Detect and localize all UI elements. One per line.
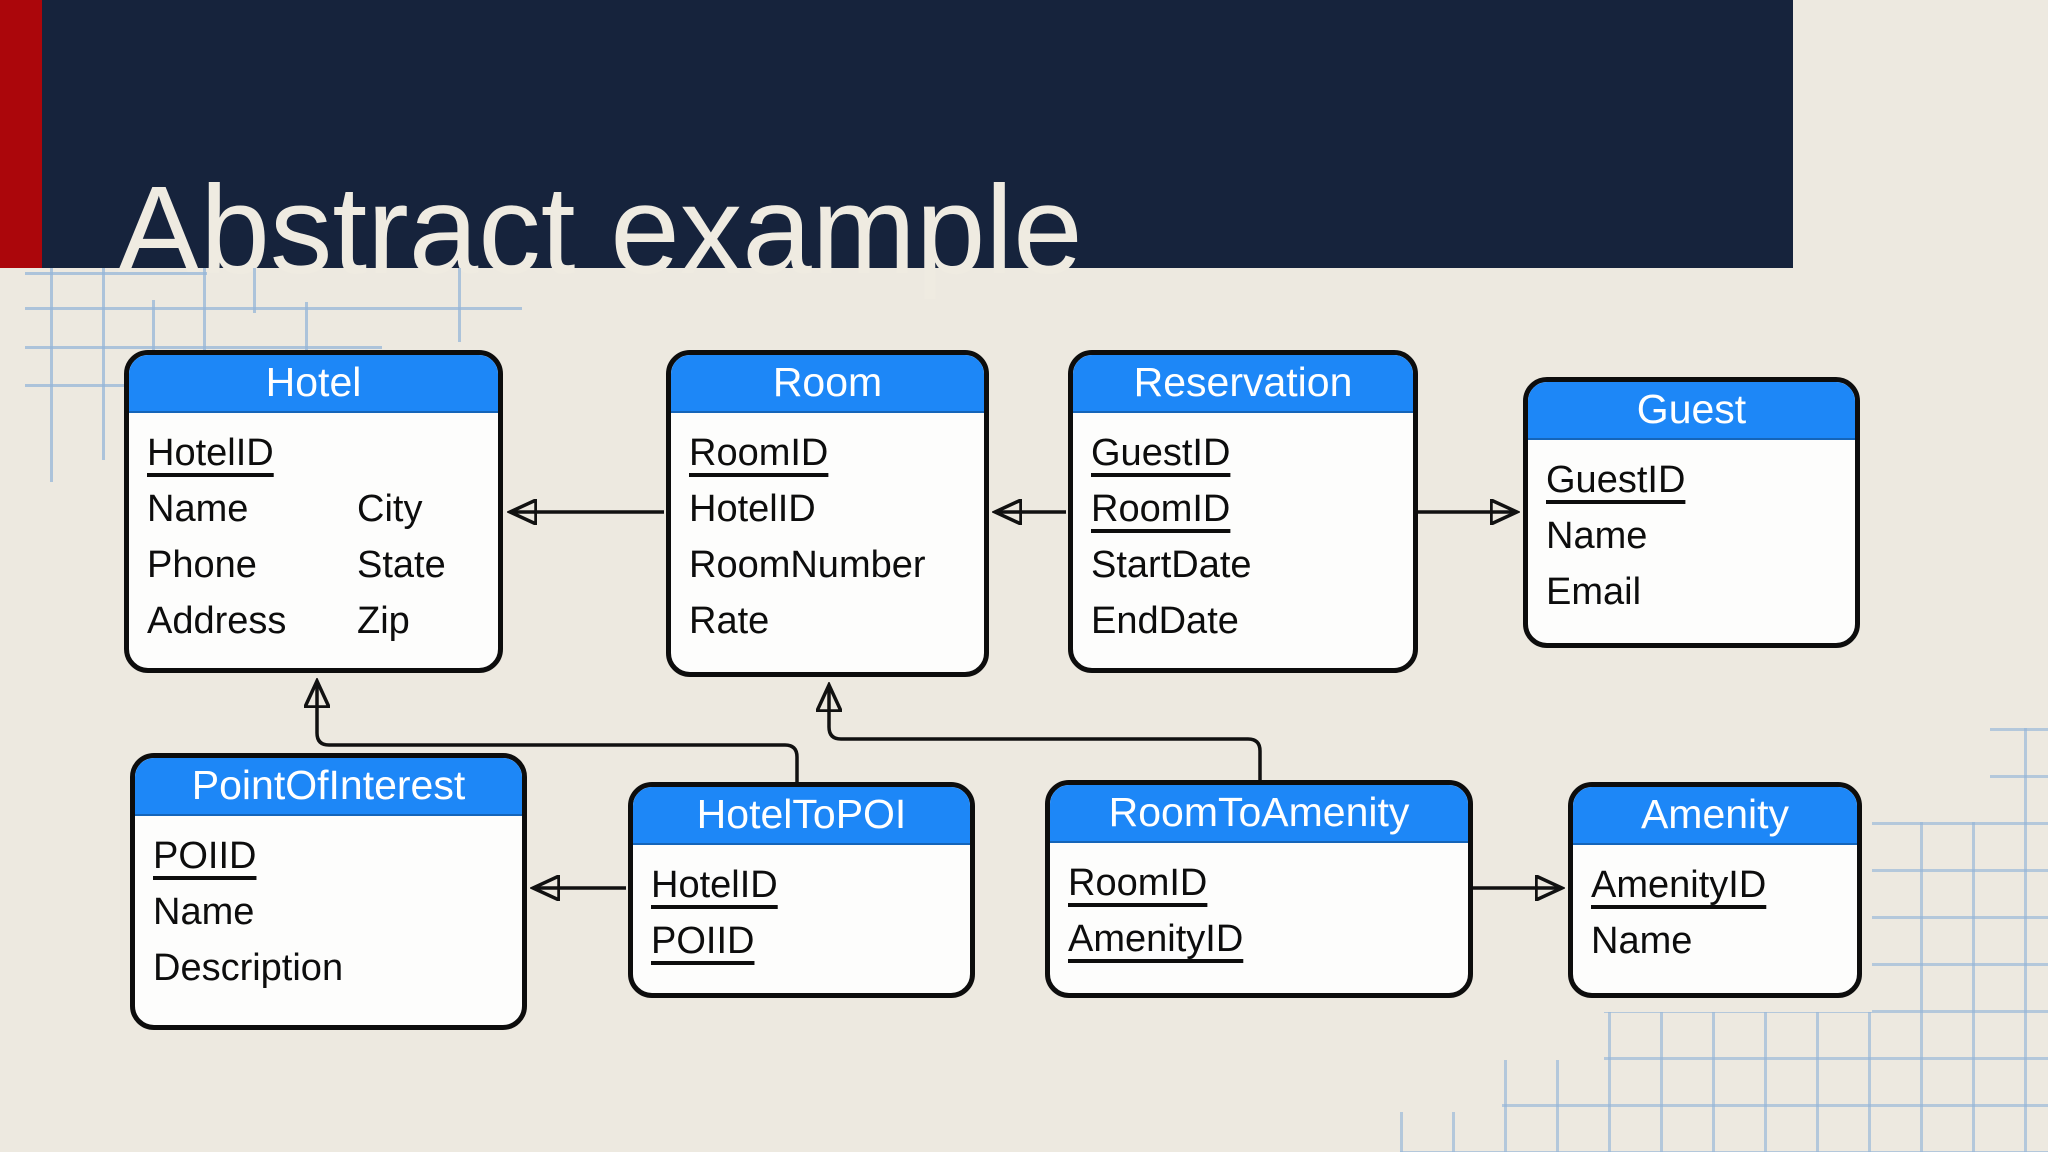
table-body: GuestID RoomID StartDate EndDate — [1073, 413, 1413, 649]
field-row: Name — [153, 891, 255, 933]
field-row: Description — [153, 947, 344, 989]
table-body: RoomID HotelID RoomNumber Rate — [671, 413, 984, 649]
field-row: HotelID — [147, 432, 274, 474]
field-row: RoomID — [1068, 862, 1208, 904]
grid-line — [50, 268, 53, 482]
entity-table-guest: Guest GuestID Name Email — [1523, 377, 1860, 648]
entity-table-reservation: Reservation GuestID RoomID StartDate End… — [1068, 350, 1418, 673]
table-header: Amenity — [1573, 787, 1857, 845]
grid-line — [458, 268, 461, 342]
field-row: EndDate — [1091, 600, 1239, 642]
field-row: AmenityID — [1068, 918, 1244, 960]
table-header: PointOfInterest — [135, 758, 522, 816]
field-row: StartDate — [1091, 544, 1252, 586]
field-row: GuestID — [1091, 432, 1231, 474]
entity-table-pointofinterest: PointOfInterest POIID Name Description — [130, 753, 527, 1030]
field-row: HotelID — [689, 488, 816, 530]
table-header: Guest — [1528, 382, 1855, 440]
field-row: RoomNumber — [689, 544, 926, 586]
grid-line — [25, 346, 382, 349]
connector-roomtoamenity-to-room — [829, 686, 1262, 781]
grid-line — [25, 384, 202, 387]
table-header: RoomToAmenity — [1050, 785, 1468, 843]
table-body: RoomID AmenityID — [1050, 843, 1468, 967]
field-row: RoomID — [689, 432, 829, 474]
table-body: GuestID Name Email — [1528, 440, 1855, 620]
field-row: HotelID — [651, 864, 778, 906]
field-row: Name — [1591, 920, 1693, 962]
table-header: Room — [671, 355, 984, 413]
slide-title: Abstract example — [117, 160, 1083, 300]
entity-table-roomtoamenity: RoomToAmenity RoomID AmenityID — [1045, 780, 1473, 998]
table-body: POIID Name Description — [135, 816, 522, 996]
table-header: Hotel — [129, 355, 498, 413]
table-body: HotelID POIID — [633, 845, 970, 969]
field-row: POIID — [651, 920, 755, 962]
grid-line — [253, 268, 256, 313]
entity-table-hoteltopoi: HotelToPOI HotelID POIID — [628, 782, 975, 998]
grid-line — [102, 268, 105, 460]
table-header: HotelToPOI — [633, 787, 970, 845]
entity-table-amenity: Amenity AmenityID Name — [1568, 782, 1862, 998]
connector-hoteltopoi-to-hotel — [317, 682, 799, 783]
field-row: AmenityID — [1591, 864, 1767, 906]
field-row: Name — [1546, 515, 1648, 557]
grid-line — [203, 268, 206, 372]
field-row: Rate — [689, 600, 770, 642]
entity-table-room: Room RoomID HotelID RoomNumber Rate — [666, 350, 989, 677]
red-accent-bar — [0, 0, 42, 268]
field-row: GuestID — [1546, 459, 1686, 501]
grid-line — [25, 307, 522, 310]
field-row: POIID — [153, 835, 257, 877]
field-row: RoomID — [1091, 488, 1231, 530]
table-body: AmenityID Name — [1573, 845, 1857, 969]
field-row: Email — [1546, 571, 1642, 613]
title-banner — [42, 0, 1793, 268]
grid-line — [25, 272, 207, 275]
table-header: Reservation — [1073, 355, 1413, 413]
